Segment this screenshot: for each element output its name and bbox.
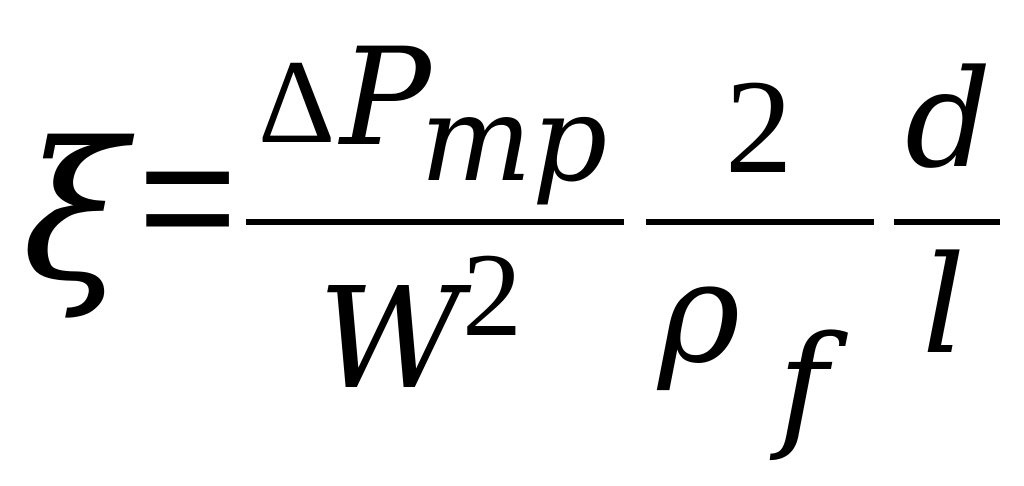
xi-symbol: ξ (22, 102, 127, 323)
pressure-subscript: mp (420, 70, 608, 208)
fraction-bar-3 (894, 219, 1000, 225)
fraction-bar-2 (646, 219, 874, 225)
length-symbol: l (922, 227, 966, 384)
velocity-superscript: 2 (462, 228, 522, 361)
velocity-symbol: W (318, 258, 462, 421)
fraction-bar-1 (246, 219, 624, 225)
density-symbol: ρ (658, 232, 741, 395)
equals-sign: = (138, 102, 238, 292)
pressure-symbol: P (340, 19, 431, 176)
density-subscript: f (778, 307, 828, 464)
delta-symbol: Δ (258, 35, 336, 168)
two-numerator: 2 (725, 53, 793, 202)
diameter-symbol: d (905, 41, 992, 198)
